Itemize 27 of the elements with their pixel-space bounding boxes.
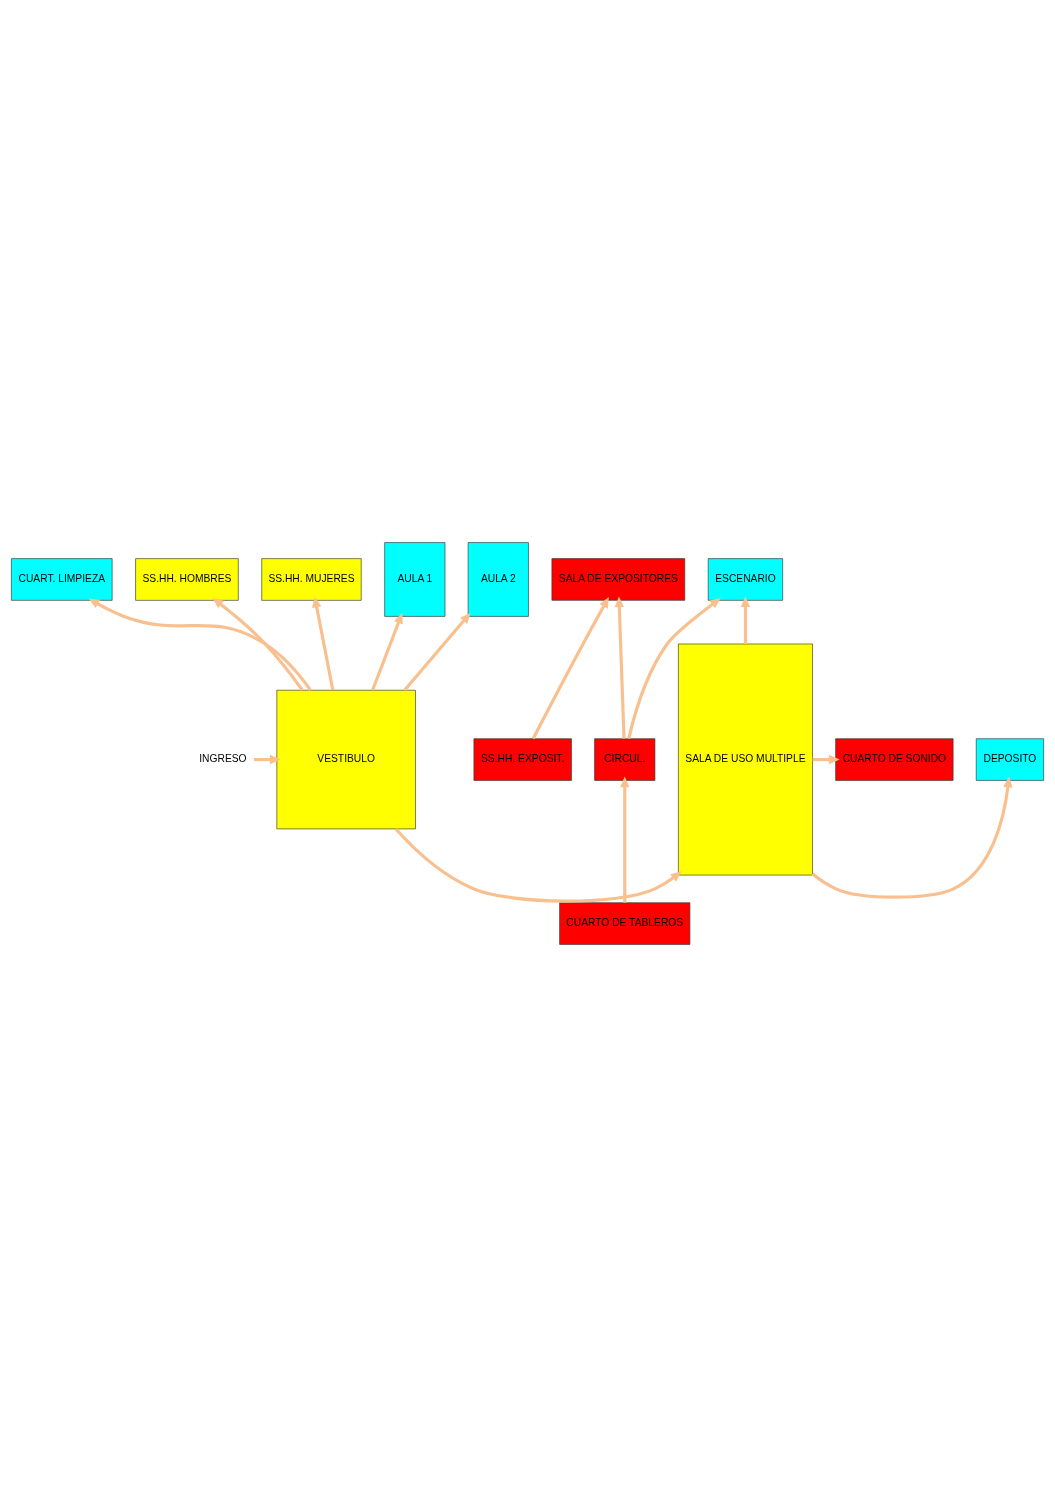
node-box: CUARTO DE TABLEROS: [559, 901, 691, 945]
arrow: [740, 595, 751, 644]
arrow: [531, 596, 609, 739]
node-box: ESCENARIO: [707, 557, 783, 601]
node-box: CUART. LIMPIEZA: [11, 557, 113, 601]
arrow: [811, 776, 1013, 899]
arrow: [212, 597, 304, 691]
node-box: CIRCUL.: [594, 737, 656, 781]
node-box: VESTIBULO: [276, 689, 416, 829]
arrow: [627, 597, 721, 739]
node-box: SALA DE USO MULTIPLE: [678, 643, 813, 875]
arrow: [403, 612, 471, 691]
node-box: AULA 2: [467, 541, 529, 617]
node-box: DEPOSITO: [975, 737, 1044, 781]
node-box: SALA DE EXPOSITORES: [551, 557, 686, 601]
arrow: [371, 612, 403, 691]
node-text: INGRESO: [199, 752, 247, 764]
node-box: AULA 1: [384, 541, 446, 617]
arrow: [620, 775, 630, 903]
node-box: SS.HH. HOMBRES: [135, 557, 239, 601]
node-box: SS.HH. EXPOSIT.: [473, 737, 572, 781]
node-box: CUARTO DE SONIDO: [835, 737, 954, 781]
node-box: SS.HH. MUJERES: [261, 557, 362, 601]
arrow: [88, 598, 312, 691]
arrow: [614, 595, 626, 739]
arrow: [312, 595, 335, 690]
arrow: [394, 827, 682, 903]
